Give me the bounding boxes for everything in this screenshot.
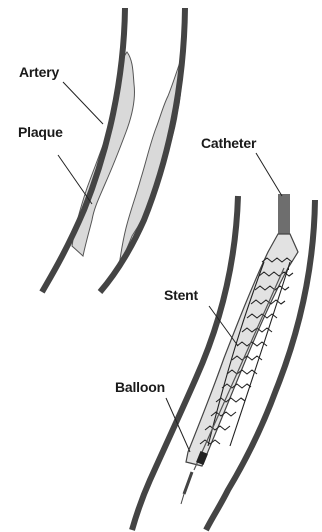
label-catheter: Catheter bbox=[201, 135, 256, 151]
plaque-leader bbox=[58, 155, 92, 204]
artery-leader bbox=[63, 82, 103, 124]
catheter-tube bbox=[278, 194, 290, 234]
artery-with-stent bbox=[132, 194, 315, 530]
catheter-leader bbox=[256, 153, 282, 196]
guidewire-tip bbox=[184, 472, 192, 494]
artery-with-plaque bbox=[42, 8, 185, 292]
balloon-outline bbox=[186, 234, 298, 466]
label-artery: Artery bbox=[19, 64, 59, 80]
label-stent: Stent bbox=[164, 287, 198, 303]
catheter-shaft bbox=[194, 268, 284, 470]
label-balloon: Balloon bbox=[115, 379, 165, 395]
label-plaque: Plaque bbox=[18, 124, 63, 140]
